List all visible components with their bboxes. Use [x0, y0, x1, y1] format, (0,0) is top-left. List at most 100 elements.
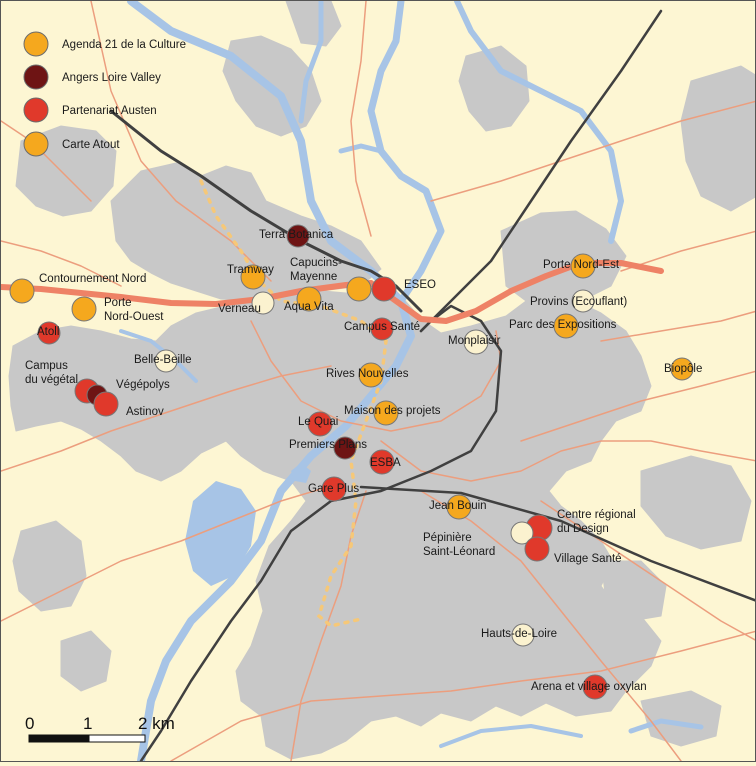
place-marker[interactable]: Pépinière: [423, 521, 534, 545]
place-marker[interactable]: Arena et village oxylan: [531, 674, 647, 700]
road-east-mid: [600, 310, 756, 342]
circle-red-icon[interactable]: [524, 536, 550, 562]
place-marker[interactable]: Maison des projets: [344, 400, 441, 426]
place-label: Campus: [25, 360, 68, 372]
circle-darkred-icon[interactable]: [333, 436, 357, 460]
place-marker[interactable]: Atoll: [37, 321, 61, 345]
road-east: [520, 370, 756, 442]
water: [119, 0, 704, 765]
place-marker[interactable]: Gare Plus: [308, 476, 359, 502]
circle-pale-icon[interactable]: [510, 521, 534, 545]
urban-south-west-2: [60, 630, 112, 692]
circle-orange-icon[interactable]: [240, 264, 266, 290]
stream-south: [439, 724, 583, 748]
circle-orange-icon[interactable]: [71, 296, 97, 322]
circle-red-icon[interactable]: [582, 674, 608, 700]
circle-orange-icon[interactable]: [553, 313, 579, 339]
place-marker[interactable]: Belle-Beille: [134, 349, 192, 373]
circle-orange-icon[interactable]: [373, 400, 399, 426]
place-label: Rives Nouvelles: [326, 368, 409, 380]
circle-orange-icon[interactable]: [446, 494, 472, 520]
place-marker[interactable]: Porte Nord-Est: [543, 253, 620, 279]
place-marker[interactable]: Provins (Ecouflant): [530, 289, 627, 313]
place-marker[interactable]: du Design: [557, 523, 609, 535]
place-marker[interactable]: Premiers Plans: [289, 436, 367, 460]
circle-red-icon[interactable]: [371, 276, 397, 302]
place-label: Premiers Plans: [289, 439, 367, 451]
legend-label: Carte Atout: [62, 139, 120, 151]
place-marker[interactable]: Astinov: [93, 391, 164, 418]
place-marker[interactable]: du végétal: [25, 374, 78, 386]
place-marker[interactable]: Verneau: [218, 291, 275, 315]
urban-far-east: [680, 65, 756, 212]
urban-south-east-2: [640, 690, 722, 747]
place-marker[interactable]: Le Quai: [298, 411, 338, 437]
place-marker[interactable]: Terra Botanica: [259, 224, 334, 248]
river-sarthe: [367, 0, 445, 305]
place-label: Belle-Beille: [134, 354, 192, 366]
circle-red-icon[interactable]: [370, 317, 394, 341]
circle-orange-icon[interactable]: [9, 278, 35, 304]
place-label: Pépinière: [423, 532, 472, 544]
place-label: Mayenne: [290, 271, 337, 283]
place-marker[interactable]: Contournement Nord: [9, 273, 146, 304]
road-north: [350, 0, 372, 237]
place-label: Contournement Nord: [39, 273, 146, 285]
circle-pale-icon[interactable]: [251, 291, 275, 315]
circle-pale-icon[interactable]: [463, 329, 489, 355]
circle-orange-icon[interactable]: [358, 362, 384, 388]
place-label: Maison des projets: [344, 405, 441, 417]
place-marker[interactable]: Jean Bouin: [429, 494, 487, 520]
place-marker[interactable]: ESEO: [371, 276, 436, 302]
circle-red-icon[interactable]: [369, 449, 395, 475]
circle-orange-icon: [23, 131, 49, 157]
road-ring: [250, 320, 502, 432]
legend-item: Angers Loire Valley: [23, 64, 161, 90]
circle-pale-icon[interactable]: [511, 623, 535, 647]
railway-east: [359, 485, 756, 602]
place-label: Monplaisir: [448, 335, 501, 347]
place-marker[interactable]: Tramway: [227, 264, 274, 290]
circle-red-icon[interactable]: [321, 476, 347, 502]
place-label: Végépolys: [116, 379, 170, 391]
place-marker[interactable]: Hauts-de-Loire: [481, 623, 557, 647]
place-marker[interactable]: Monplaisir: [448, 329, 501, 355]
circle-orange-icon[interactable]: [570, 253, 596, 279]
circle-red-icon[interactable]: [93, 391, 119, 417]
circle-pale-icon[interactable]: [154, 349, 178, 373]
circle-red-icon[interactable]: [307, 411, 333, 437]
place-marker[interactable]: Nord-Ouest: [104, 311, 164, 323]
circle-orange-icon[interactable]: [670, 357, 694, 381]
circle-darkred-icon[interactable]: [286, 224, 310, 248]
place-marker[interactable]: Aqua Vita: [284, 286, 334, 313]
scale-bar: 0 1 2 km: [25, 714, 175, 743]
lake-small: [291, 463, 311, 483]
circle-darkred-icon: [23, 64, 49, 90]
urban-east-2: [640, 455, 752, 550]
place-marker[interactable]: Rives Nouvelles: [326, 362, 409, 388]
place-label: ESEO: [404, 279, 436, 291]
circle-orange-icon[interactable]: [296, 286, 322, 312]
place-label: du Design: [557, 523, 609, 535]
circle-red-icon[interactable]: [37, 321, 61, 345]
place-label: Gare Plus: [308, 483, 359, 495]
circle-orange-icon[interactable]: [346, 276, 372, 302]
place-label: Verneau: [218, 303, 261, 315]
place-marker[interactable]: Capucins-: [290, 257, 372, 302]
place-marker[interactable]: Village Santé: [524, 536, 622, 565]
place-marker[interactable]: Saint-Léonard: [423, 546, 495, 558]
place-marker[interactable]: ESBA: [369, 449, 401, 475]
urban-east: [500, 210, 627, 302]
place-label: Saint-Léonard: [423, 546, 495, 558]
place-marker[interactable]: Campus Santé: [344, 317, 420, 341]
place-label: Biopôle: [664, 363, 702, 375]
place-marker[interactable]: Porte: [71, 296, 132, 322]
circle-pale-icon[interactable]: [571, 289, 595, 313]
place-label: Tramway: [227, 264, 274, 276]
place-marker[interactable]: Biopôle: [664, 357, 702, 381]
scale-label-2: 2 km: [138, 714, 175, 733]
place-marker[interactable]: Parc des Expositions: [509, 313, 617, 339]
place-marker[interactable]: Mayenne: [290, 271, 337, 283]
